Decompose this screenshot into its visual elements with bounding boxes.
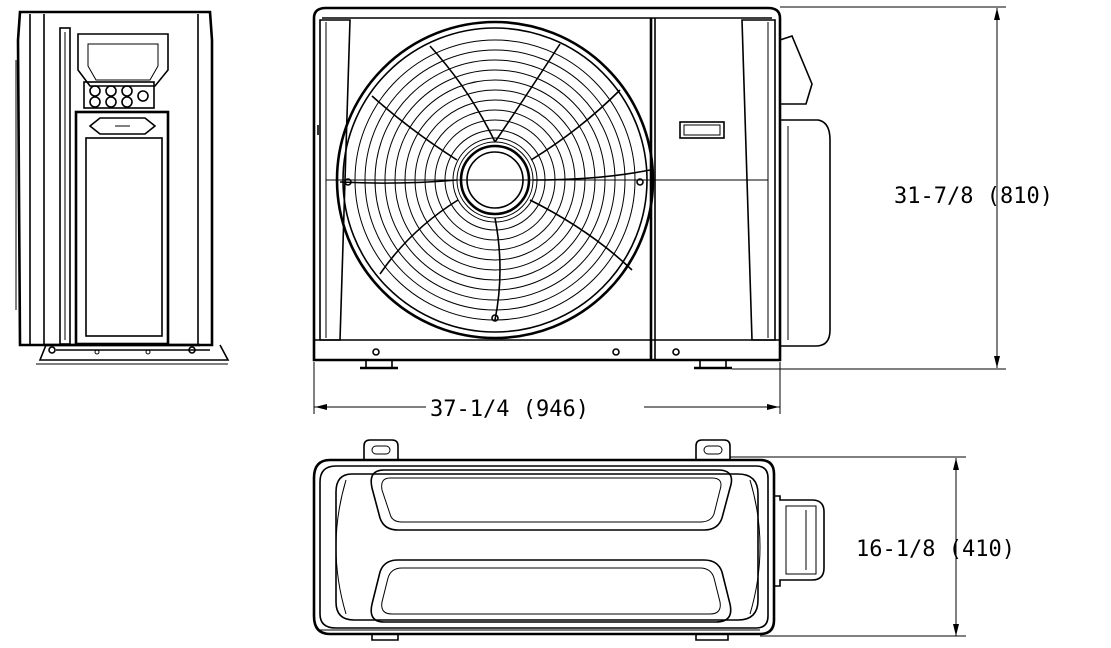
top-view	[312, 439, 825, 641]
depth-dimension-label: 16-1/8 (410)	[856, 537, 1015, 562]
dimension-width: 37-1/4 (946)	[313, 362, 781, 422]
height-dimension-label: 31-7/8 (810)	[894, 184, 1053, 209]
dimension-height: 31-7/8 (810)	[732, 6, 1053, 370]
fan-guard	[339, 39, 651, 321]
knockout-holes	[83, 81, 155, 109]
width-dimension-label: 37-1/4 (946)	[430, 397, 589, 422]
dimension-depth: 16-1/8 (410)	[730, 456, 1015, 637]
panel-handle-recess	[679, 121, 725, 139]
front-view	[312, 6, 831, 370]
side-view	[15, 10, 230, 365]
